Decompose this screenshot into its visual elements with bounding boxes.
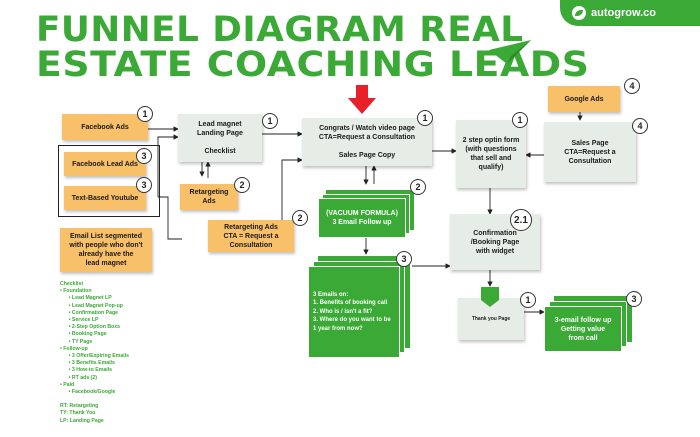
checklist-line: LP: Landing Page [60, 417, 104, 424]
followup-box: 3-email follow up Getting value from cal… [544, 306, 622, 352]
retargeting-ads-box: Retargeting Ads [180, 184, 238, 210]
text-based-youtube-badge: 3 [136, 177, 152, 193]
checklist-legend: Checklist • Foundation • Lead Magnet LP … [60, 281, 129, 425]
checklist-line [60, 396, 129, 403]
google-ads-label: Google Ads [564, 95, 604, 103]
retargeting-consultation-label: Retargeting Ads CTA = Request a Consulta… [223, 223, 279, 249]
vacuum-formula-box: (VACUUM FORMULA) 3 Email Follow up [318, 198, 406, 238]
thank-you-page-label: Thank you Page [471, 315, 511, 322]
vacuum-formula-badge: 2 [410, 179, 426, 195]
facebook-ads-label: Facebook Ads [81, 123, 129, 131]
sales-page-badge: 4 [632, 118, 648, 134]
sales-page-box: Sales Page CTA=Request a Consultation [544, 122, 636, 182]
confirmation-booking-label: Confirmation /Booking Page with widget [470, 229, 520, 255]
lead-magnet-label: Lead magnet Landing Page Checklist [197, 121, 243, 155]
checklist-line: • Lead Magnet Pop-up [60, 302, 123, 309]
confirmation-booking-badge: 2.1 [510, 209, 532, 231]
checklist-line: • Booking Page [60, 331, 107, 338]
optin-form-label: 2 step optin form (with questions that s… [462, 137, 520, 171]
checklist-line: • Lead Magnet LP [60, 295, 112, 302]
congrats-video-page-box: Congrats / Watch video page CTA=Request … [302, 118, 432, 166]
email-list-box: Email List segmented with people who don… [60, 228, 152, 272]
checklist-line: • 3 Benefits Emails [60, 360, 115, 367]
followup-label: 3-email follow up Getting value from cal… [554, 316, 612, 342]
optin-form-badge: 1 [512, 112, 528, 128]
diagram-title-line1: FUNNEL DIAGRAM REAL [36, 10, 524, 50]
checklist-line: • Foundation [60, 288, 92, 295]
optin-form-box: 2 step optin form (with questions that s… [456, 120, 526, 188]
checklist-line: RT: Retargeting [60, 403, 99, 410]
checklist-line: • 3 How-to Emails [60, 367, 112, 374]
retargeting-ads-label: Retargeting Ads [189, 189, 229, 205]
retargeting-ads-badge: 2 [234, 177, 250, 193]
thank-you-page-badge: 1 [520, 292, 536, 308]
checklist-line: • 2-Step Option Boxs [60, 324, 121, 331]
facebook-lead-ads-label: Facebook Lead Ads [72, 160, 138, 168]
checklist-line: • 3 Offer/Expiring Emails [60, 353, 129, 360]
facebook-lead-ads-badge: 3 [136, 148, 152, 164]
three-emails-label: 3 Emails on: 1. Benefits of booking call… [313, 291, 391, 332]
checklist-line: • Facebook/Google [60, 389, 116, 396]
lead-magnet-badge: 1 [262, 113, 278, 129]
facebook-lead-ads-box: Facebook Lead Ads [64, 152, 146, 176]
checklist-line: • Service LP [60, 317, 99, 324]
google-ads-box: Google Ads [548, 86, 620, 112]
checklist-line: • Follow-up [60, 345, 88, 352]
thank-you-pentagon [481, 287, 499, 307]
paper-plane-icon [489, 40, 531, 64]
checklist-line: Checklist [60, 281, 84, 287]
logo-sprout-icon [572, 6, 586, 20]
facebook-ads-box: Facebook Ads [62, 114, 148, 140]
checklist-line: • Confirmation Page [60, 309, 119, 316]
followup-badge: 3 [626, 291, 642, 307]
three-emails-box: 3 Emails on: 1. Benefits of booking call… [308, 266, 400, 358]
checklist-line: • Paid [60, 381, 75, 388]
vacuum-formula-label: (VACUUM FORMULA) 3 Email Follow up [326, 210, 398, 226]
retargeting-consultation-badge: 2 [292, 210, 308, 226]
sales-page-label: Sales Page CTA=Request a Consultation [564, 139, 616, 165]
autogrow-logo: autogrow.co [560, 0, 700, 26]
red-down-arrow-icon [348, 85, 376, 114]
source-group-outline [58, 145, 160, 217]
google-ads-badge: 4 [624, 78, 640, 94]
checklist-line: • RT ads (2) [60, 374, 97, 381]
checklist-line: • TY Page [60, 338, 93, 345]
email-list-label: Email List segmented with people who don… [69, 233, 143, 267]
three-emails-badge: 3 [396, 251, 412, 267]
text-based-youtube-box: Text-Based Youtube [64, 186, 146, 210]
logo-text: autogrow.co [591, 7, 656, 19]
text-based-youtube-label: Text-Based Youtube [71, 194, 139, 202]
checklist-line: TY: Thank You [60, 410, 96, 417]
facebook-ads-badge: 1 [137, 106, 153, 122]
retargeting-consultation-box: Retargeting Ads CTA = Request a Consulta… [208, 220, 294, 252]
lead-magnet-box: Lead magnet Landing Page Checklist [178, 114, 262, 162]
congrats-video-page-label: Congrats / Watch video page CTA=Request … [318, 125, 416, 159]
congrats-video-page-badge: 1 [417, 110, 433, 126]
